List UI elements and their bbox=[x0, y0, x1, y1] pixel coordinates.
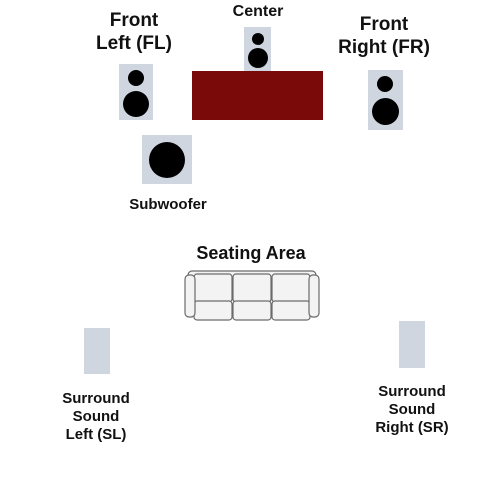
center-speaker-icon bbox=[244, 27, 271, 72]
subwoofer-icon bbox=[142, 135, 192, 184]
subwoofer-cone bbox=[149, 142, 185, 178]
sofa-seat-cushion bbox=[232, 300, 272, 321]
sofa-back-cushion bbox=[271, 273, 311, 303]
sofa-seat-cushion bbox=[193, 300, 233, 321]
front-right-label: Front Right (FR) bbox=[338, 14, 430, 58]
surround-right-speaker-icon bbox=[399, 321, 425, 368]
surround-left-speaker-icon bbox=[84, 328, 110, 374]
front-left-speaker-icon bbox=[119, 64, 153, 120]
tv-screen bbox=[192, 71, 323, 120]
sofa-arm-right bbox=[308, 274, 320, 318]
center-tweeter bbox=[252, 33, 264, 45]
sofa-back-cushion bbox=[193, 273, 233, 303]
surround-right-label: Surround Sound Right (SR) bbox=[375, 383, 449, 436]
front-right-speaker-icon bbox=[368, 70, 403, 130]
front-left-woofer bbox=[123, 91, 149, 117]
sofa-back-cushion bbox=[232, 273, 272, 303]
center-woofer bbox=[248, 48, 268, 68]
center-label: Center bbox=[232, 3, 284, 20]
subwoofer-label: Subwoofer bbox=[129, 196, 207, 213]
sofa-icon bbox=[184, 270, 320, 321]
seating-area-label: Seating Area bbox=[196, 243, 306, 263]
front-left-tweeter bbox=[128, 70, 144, 86]
sofa-seat-cushion bbox=[271, 300, 311, 321]
front-left-label: Front Left (FL) bbox=[96, 10, 172, 54]
front-right-tweeter bbox=[377, 76, 393, 92]
sofa-arm-left bbox=[184, 274, 196, 318]
surround-left-label: Surround Sound Left (SL) bbox=[62, 390, 130, 443]
front-right-woofer bbox=[372, 98, 399, 125]
